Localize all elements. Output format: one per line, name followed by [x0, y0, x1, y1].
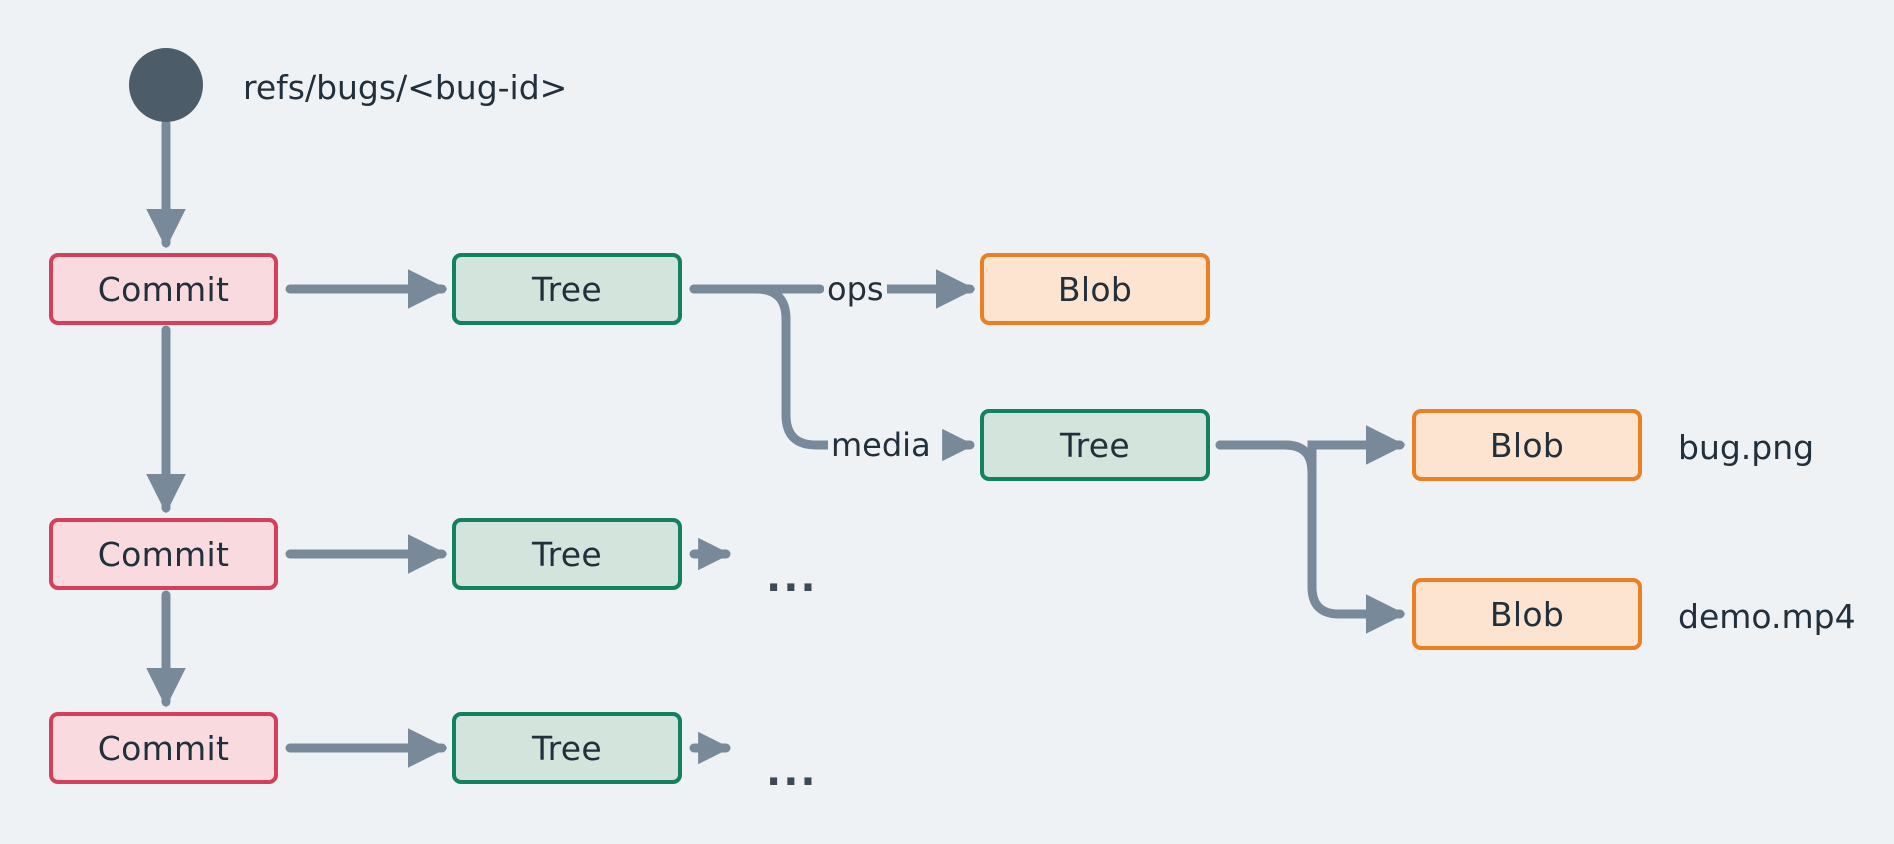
ref-head-dot[interactable] — [129, 48, 203, 122]
ellipsis-after-tree-2: ... — [766, 555, 818, 601]
file-label-demo-mp4: demo.mp4 — [1678, 597, 1856, 636]
node-commit-1-label: Commit — [97, 269, 230, 309]
node-commit-1[interactable]: Commit — [49, 253, 278, 325]
node-blob-demo-mp4-label: Blob — [1489, 594, 1565, 634]
node-tree-media[interactable]: Tree — [980, 409, 1210, 481]
node-tree-2[interactable]: Tree — [452, 518, 682, 590]
edge-mediatree-to-blob-bugpng — [1215, 425, 1406, 473]
node-tree-1-label: Tree — [532, 269, 602, 309]
node-tree-1[interactable]: Tree — [452, 253, 682, 325]
node-blob-demo-mp4[interactable]: Blob — [1412, 578, 1642, 650]
node-tree-media-label: Tree — [1060, 425, 1130, 465]
file-label-bug-png: bug.png — [1678, 428, 1815, 467]
node-commit-3-label: Commit — [97, 728, 230, 768]
edge-mediatree-to-blob-demomp4 — [1215, 440, 1406, 634]
ellipsis-after-tree-3: ... — [766, 749, 818, 795]
node-commit-3[interactable]: Commit — [49, 712, 278, 784]
edge-tree1-to-media-label — [689, 284, 833, 450]
node-blob-ops-label: Blob — [1057, 269, 1133, 309]
node-commit-2-label: Commit — [97, 534, 230, 574]
node-blob-bug-png-label: Blob — [1489, 425, 1565, 465]
node-commit-2[interactable]: Commit — [49, 518, 278, 590]
node-tree-3[interactable]: Tree — [452, 712, 682, 784]
node-blob-ops[interactable]: Blob — [980, 253, 1210, 325]
edge-label-ops: ops — [824, 273, 887, 305]
node-blob-bug-png[interactable]: Blob — [1412, 409, 1642, 481]
ref-name-label: refs/bugs/<bug-id> — [243, 68, 568, 107]
edge-label-media: media — [828, 429, 934, 461]
node-tree-2-label: Tree — [532, 534, 602, 574]
node-tree-3-label: Tree — [532, 728, 602, 768]
